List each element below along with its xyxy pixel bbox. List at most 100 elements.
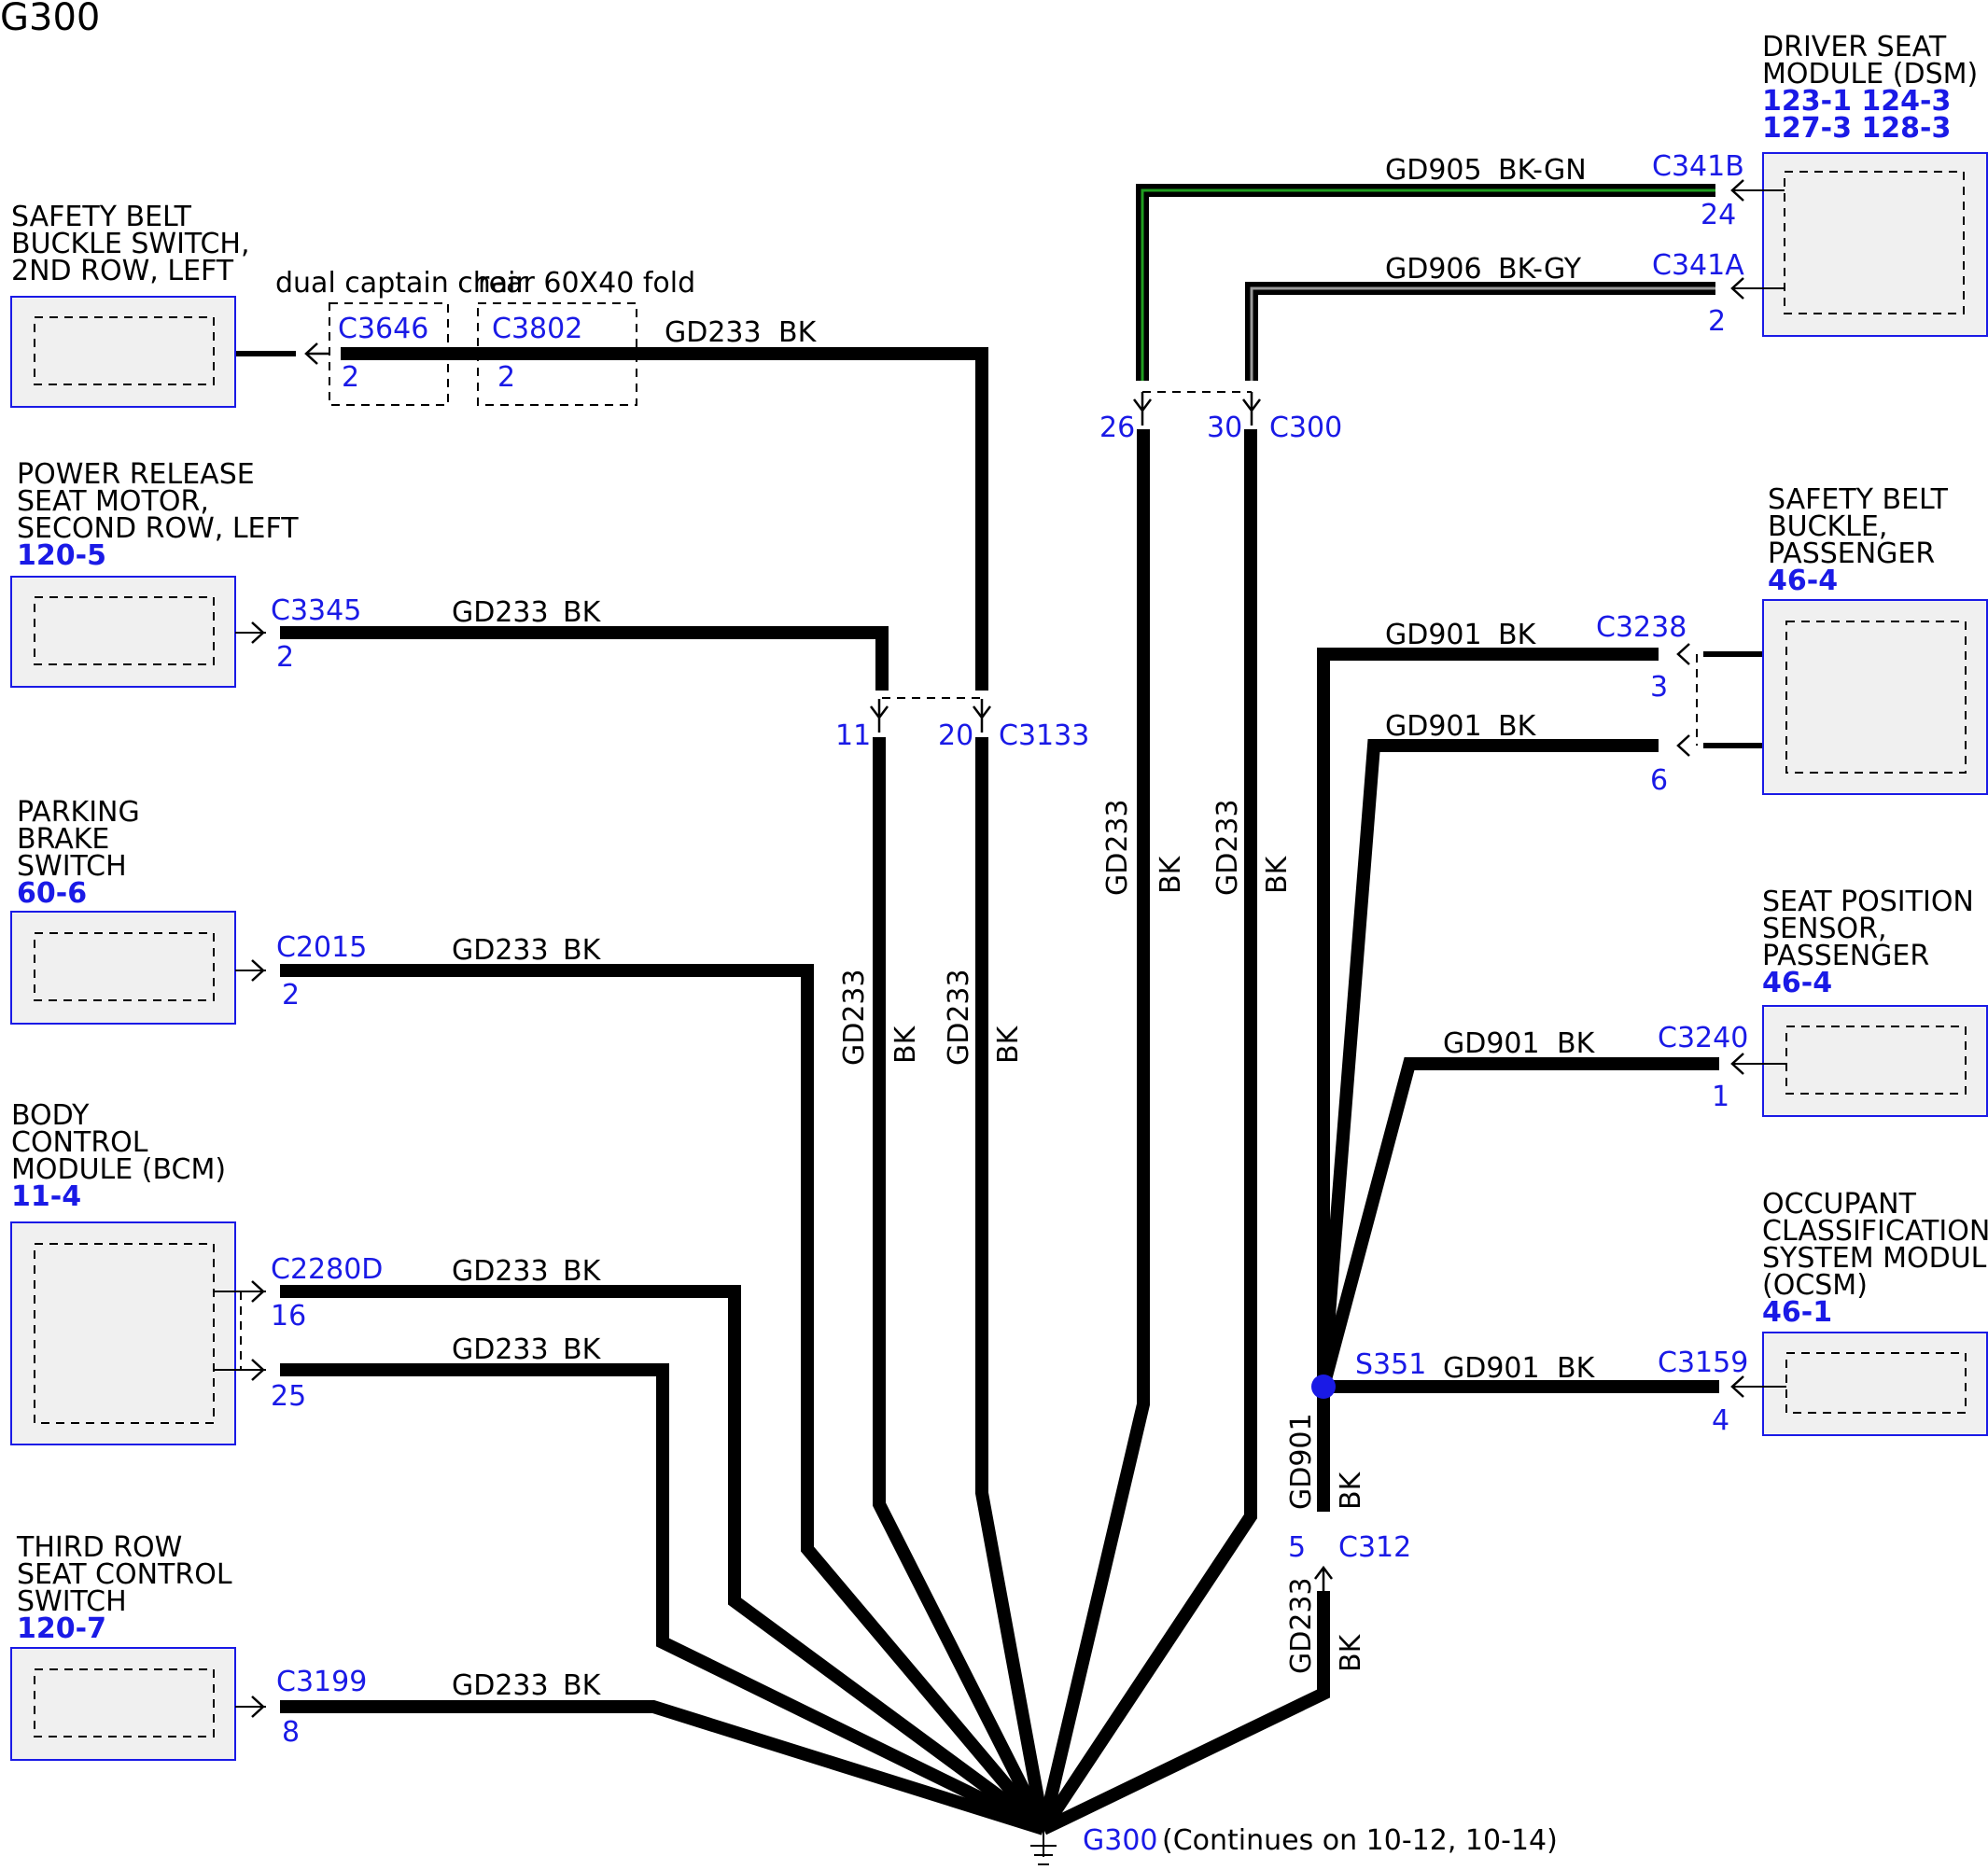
- ref-link[interactable]: 60-6: [17, 877, 87, 910]
- wire-code: GD905: [1385, 154, 1482, 187]
- option-dual-captain: dual captain chair: [275, 267, 527, 300]
- pin-symbol: [1730, 277, 1744, 300]
- wire-bcm-25: [280, 1363, 1047, 1835]
- wire-color: BK: [563, 596, 602, 629]
- wire-c3240: [1317, 1057, 1719, 1389]
- label-line: PARKING: [17, 796, 140, 829]
- pin-symbol: [1730, 179, 1744, 202]
- connector-c300: C300: [1269, 412, 1342, 444]
- wire-bcm-16: [280, 1285, 1048, 1835]
- pin-c3133-11: 11: [835, 719, 871, 752]
- label-line: SAFETY BELT: [11, 201, 192, 233]
- wire-color-vertical: BK: [992, 1025, 1025, 1064]
- ref-link[interactable]: 120-7: [17, 1612, 106, 1645]
- label-line: SAFETY BELT: [1768, 483, 1949, 516]
- label-line: BUCKLE SWITCH,: [11, 228, 250, 260]
- pin-c3159: 4: [1712, 1404, 1729, 1437]
- wire-color-vertical: BK: [1335, 1633, 1367, 1672]
- component-box: [1762, 599, 1988, 795]
- label-line: SWITCH: [17, 1585, 127, 1618]
- label-line: PASSENGER: [1768, 537, 1935, 570]
- wire-gd905-stripe: [1141, 188, 1715, 381]
- component-belt-passenger: SAFETY BELT BUCKLE, PASSENGER 46-4: [1762, 483, 1988, 795]
- pin-c2015: 2: [282, 979, 300, 1012]
- connector-c2280d: C2280D: [271, 1253, 383, 1286]
- wire-color: BK: [1557, 1027, 1596, 1060]
- wire-belt-2nd-row: [341, 347, 988, 691]
- connector-c3159: C3159: [1658, 1347, 1748, 1379]
- label-line: MODULE (BCM): [11, 1153, 226, 1186]
- wire-color: BK: [563, 1255, 602, 1288]
- connector-c2015: C2015: [276, 931, 367, 964]
- label-line: PASSENGER: [1762, 940, 1929, 972]
- label-line: BUCKLE,: [1768, 510, 1887, 543]
- connector-c3802: C3802: [492, 313, 582, 345]
- label-line: SEAT MOTOR,: [17, 485, 209, 518]
- wire-code: GD901: [1443, 1352, 1540, 1385]
- pin-c3646: 2: [342, 361, 359, 394]
- label-line: DRIVER SEAT: [1762, 31, 1947, 63]
- component-box: [10, 911, 236, 1025]
- wire-color: BK: [563, 934, 602, 967]
- wire-code: GD901: [1385, 710, 1482, 743]
- ref-link[interactable]: 46-4: [1762, 967, 1832, 999]
- connector-c3133: C3133: [999, 719, 1089, 752]
- pin-c312: 5: [1288, 1531, 1306, 1564]
- component-box: [10, 296, 236, 408]
- ground-note: (Continues on 10-12, 10-14): [1162, 1824, 1558, 1857]
- pin-symbol: [251, 1359, 265, 1381]
- label-line: SEAT POSITION: [1762, 886, 1974, 918]
- wire-color: BK: [563, 1333, 602, 1366]
- ground-symbol: [1030, 1829, 1057, 1865]
- label-line: SYSTEM MODULE: [1762, 1242, 1988, 1275]
- ref-link[interactable]: 46-1: [1762, 1296, 1832, 1329]
- wire-power-release: [280, 626, 889, 691]
- ref-link[interactable]: 11-4: [11, 1180, 81, 1213]
- component-box: [10, 1647, 236, 1761]
- wire-c3238-pin6: [1317, 739, 1659, 1388]
- label-line: SWITCH: [17, 850, 127, 883]
- ground-label: G300: [1083, 1824, 1158, 1857]
- ref-link[interactable]: 46-4: [1768, 565, 1838, 597]
- ref-link[interactable]: 120-5: [17, 539, 106, 572]
- wire-c3238-pin3: [1317, 648, 1659, 1387]
- pin-c2280d-25: 25: [271, 1380, 306, 1413]
- option-box-rear-fold: [477, 302, 637, 406]
- pin-symbol: [251, 621, 265, 644]
- wire-code: GD906: [1385, 253, 1482, 286]
- ref-link[interactable]: 123-1 124-3: [1762, 85, 1951, 118]
- pin-c300-30: 30: [1207, 412, 1242, 444]
- wire-code-vertical: GD901: [1285, 1413, 1318, 1510]
- pin-symbol: [973, 699, 991, 733]
- wires: [235, 184, 1764, 1835]
- pin-symbol: [1242, 392, 1261, 426]
- pin-symbol: [251, 1280, 265, 1303]
- connector-c3646: C3646: [338, 313, 428, 345]
- splice-label: S351: [1355, 1348, 1426, 1381]
- label-line: CLASSIFICATION: [1762, 1215, 1988, 1248]
- ref-link[interactable]: 127-3 128-3: [1762, 112, 1951, 145]
- component-box: [1762, 1332, 1988, 1436]
- pin-symbol: [304, 342, 329, 365]
- component-inner: [1785, 621, 1967, 774]
- component-inner: [1785, 1352, 1967, 1414]
- pin-symbol: [1133, 392, 1152, 426]
- label-line: SECOND ROW, LEFT: [17, 512, 299, 545]
- wire-code-vertical: GD233: [838, 969, 871, 1066]
- wire-color: BK-GY: [1498, 253, 1582, 286]
- component-parking-brake: PARKING BRAKE SWITCH 60-6: [10, 796, 236, 1025]
- pin-c3240: 1: [1712, 1081, 1729, 1113]
- pin-c3133-20: 20: [938, 719, 973, 752]
- label-line: THIRD ROW: [16, 1531, 182, 1564]
- pin-c2280d-16: 16: [271, 1300, 306, 1333]
- pin-c341a: 2: [1708, 305, 1726, 338]
- component-inner: [34, 1243, 215, 1424]
- label-line: MODULE (DSM): [1762, 58, 1978, 91]
- pin-symbol: [1676, 643, 1690, 665]
- wire-code: GD233: [665, 316, 762, 349]
- wire-color-vertical: BK: [1335, 1471, 1367, 1510]
- wire-color-vertical: BK: [1261, 855, 1294, 894]
- wire-c312-ground: [1040, 1591, 1330, 1835]
- wire-color-vertical: BK: [889, 1025, 922, 1064]
